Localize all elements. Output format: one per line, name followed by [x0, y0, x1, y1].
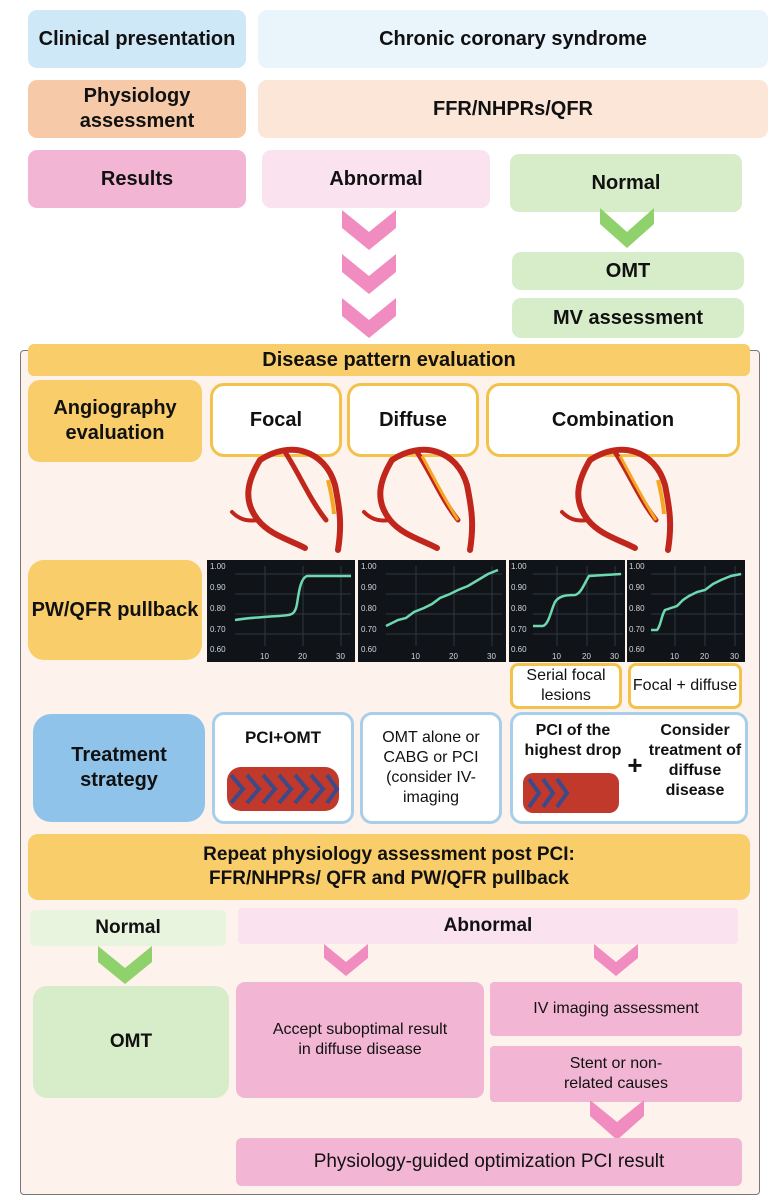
y-tick: 0.60: [210, 645, 226, 654]
post-pci-abnormal: Abnormal: [238, 908, 738, 944]
clinical-presentation-label: Clinical presentation: [28, 10, 246, 68]
x-tick: 10: [260, 652, 269, 661]
chevron-down-icon: [324, 944, 368, 976]
post-abnormal-chevron-right: [594, 944, 638, 976]
accept-suboptimal-box: Accept suboptimal result in diffuse dise…: [236, 982, 484, 1098]
iv-imaging-box: IV imaging assessment: [490, 982, 742, 1036]
x-tick: 20: [298, 652, 307, 661]
focal-diffuse-label: Focal + diffuse: [628, 663, 742, 709]
physiology-assessment-value: FFR/NHPRs/QFR: [258, 80, 768, 138]
chevron-down-icon: [342, 254, 396, 294]
y-tick: 0.80: [210, 604, 226, 613]
x-tick: 10: [411, 652, 420, 661]
diffuse-box: Diffuse: [347, 383, 479, 457]
y-tick: 0.70: [210, 625, 226, 634]
treatment-strategy-label: Treatment strategy: [33, 714, 205, 822]
pci-omt-box: PCI+OMT: [212, 712, 354, 824]
x-tick: 30: [730, 652, 739, 661]
x-tick: 20: [700, 652, 709, 661]
x-tick: 10: [670, 652, 679, 661]
results-normal: Normal: [510, 154, 742, 212]
results-abnormal: Abnormal: [262, 150, 490, 208]
repeat-line-1: Repeat physiology assessment post PCI:: [203, 844, 575, 866]
y-tick: 0.90: [511, 583, 527, 592]
heart-artery-combination-icon: [560, 446, 674, 553]
chevron-down-icon: [342, 210, 396, 250]
serial-focal-label: Serial focal lesions: [510, 663, 622, 709]
x-tick: 20: [582, 652, 591, 661]
post-pci-normal: Normal: [30, 910, 226, 946]
pci-highest-drop-text: PCI of the highest drop: [524, 722, 622, 759]
chevron-down-icon: [594, 944, 638, 976]
chevron-down-icon: [600, 208, 654, 248]
x-tick: 10: [552, 652, 561, 661]
pullback-label: PW/QFR pullback: [28, 560, 202, 660]
y-tick: 0.90: [361, 583, 377, 592]
disease-pattern-title: Disease pattern evaluation: [28, 344, 750, 376]
pci-omt-text: PCI+OMT: [244, 728, 322, 747]
pullback-chart-focal-diffuse: 1.00 0.90 0.80 0.70 0.60 10 20 30: [627, 560, 745, 662]
repeat-assessment-box: Repeat physiology assessment post PCI: F…: [28, 834, 750, 900]
iv-chevron-arrow: [590, 1100, 644, 1140]
y-tick: 0.80: [361, 604, 377, 613]
combination-box: Combination: [486, 383, 740, 457]
clinical-presentation-value: Chronic coronary syndrome: [258, 10, 768, 68]
chevron-down-icon: [590, 1100, 644, 1140]
x-tick: 30: [487, 652, 496, 661]
omt-box: OMT: [512, 252, 744, 290]
x-tick: 30: [336, 652, 345, 661]
physiology-assessment-label: Physiology assessment: [28, 80, 246, 138]
stent-icon: [227, 767, 340, 811]
repeat-line-2: FFR/NHPRs/ QFR and PW/QFR pullback: [209, 868, 569, 889]
y-tick: 0.90: [210, 583, 226, 592]
heart-artery-focal-icon: [230, 446, 344, 553]
pullback-chart-serial-focal: 1.00 0.90 0.80 0.70 0.60 10 20 30: [509, 560, 625, 662]
x-tick: 30: [610, 652, 619, 661]
optimization-result-box: Physiology-guided optimization PCI resul…: [236, 1138, 742, 1186]
y-tick: 0.80: [511, 604, 527, 613]
angiography-evaluation-label: Angiography evaluation: [28, 380, 202, 462]
results-label: Results: [28, 150, 246, 208]
y-tick: 0.70: [361, 625, 377, 634]
stent-causes-box: Stent or non- related causes: [490, 1046, 742, 1102]
post-omt-box: OMT: [33, 986, 229, 1098]
y-tick: 0.60: [361, 645, 377, 654]
chevron-down-icon: [98, 946, 152, 984]
y-tick: 1.00: [361, 562, 377, 571]
plus-icon: +: [627, 750, 643, 780]
normal-chevron-arrow: [600, 208, 654, 248]
y-tick: 0.70: [629, 625, 645, 634]
y-tick: 0.90: [629, 583, 645, 592]
y-tick: 0.80: [629, 604, 645, 613]
post-normal-chevron: [98, 946, 152, 984]
heart-artery-diffuse-icon: [362, 446, 476, 553]
y-tick: 0.70: [511, 625, 527, 634]
focal-box: Focal: [210, 383, 342, 457]
y-tick: 1.00: [629, 562, 645, 571]
pullback-chart-diffuse: 1.00 0.90 0.80 0.70 0.60 10 20 30: [358, 560, 506, 662]
y-tick: 1.00: [511, 562, 527, 571]
omt-alone-box: OMT alone or CABG or PCI (consider IV-im…: [360, 712, 502, 824]
consider-treatment-text: Consider treatment of diffuse disease: [648, 722, 742, 799]
mv-assessment-box: MV assessment: [512, 298, 744, 338]
y-tick: 0.60: [629, 645, 645, 654]
abnormal-chevron-arrows: [342, 210, 396, 338]
stent-icon: [523, 773, 619, 813]
y-tick: 0.60: [511, 645, 527, 654]
pullback-chart-focal: 1.00 0.90 0.80 0.70 0.60 10 20 30: [207, 560, 355, 662]
post-abnormal-chevron-left: [324, 944, 368, 976]
combination-treatment-box: PCI of the highest drop + Consider treat…: [510, 712, 748, 824]
chevron-down-icon: [342, 298, 396, 338]
y-tick: 1.00: [210, 562, 226, 571]
x-tick: 20: [449, 652, 458, 661]
